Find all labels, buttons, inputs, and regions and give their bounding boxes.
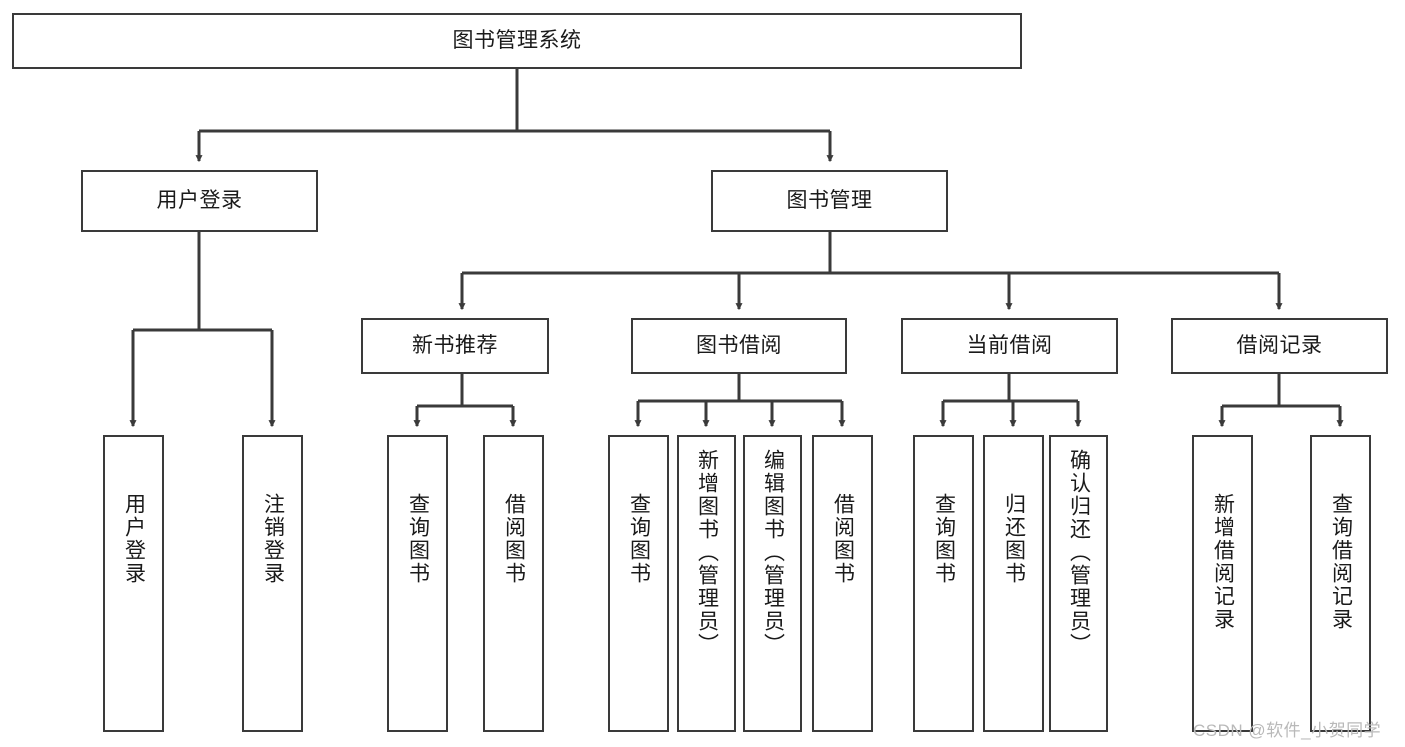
- node-book-borrow-label: 图书借阅: [696, 333, 782, 357]
- node-leaf-confirm-return-admin-label: 确认归还（管理员）: [1067, 449, 1091, 656]
- node-leaf-query-book-2-label: 查询图书: [627, 493, 651, 585]
- node-leaf-add-book-admin[interactable]: 新增图书（管理员）: [677, 435, 736, 732]
- node-leaf-logout[interactable]: 注销登录: [242, 435, 303, 732]
- node-user-login[interactable]: 用户登录: [81, 170, 318, 232]
- node-leaf-query-book-2[interactable]: 查询图书: [608, 435, 669, 732]
- node-book-management-label: 图书管理: [786, 188, 873, 212]
- node-user-login-label: 用户登录: [156, 188, 243, 212]
- node-leaf-logout-label: 注销登录: [261, 493, 285, 585]
- node-leaf-query-book-1[interactable]: 查询图书: [387, 435, 448, 732]
- node-leaf-return-book-label: 归还图书: [1002, 493, 1026, 585]
- node-root[interactable]: 图书管理系统: [12, 13, 1022, 69]
- node-leaf-query-book-3[interactable]: 查询图书: [913, 435, 974, 732]
- node-leaf-query-borrow-record[interactable]: 查询借阅记录: [1310, 435, 1371, 732]
- node-leaf-borrow-book-2[interactable]: 借阅图书: [812, 435, 873, 732]
- node-current-borrow-label: 当前借阅: [966, 333, 1053, 357]
- node-leaf-edit-book-admin[interactable]: 编辑图书（管理员）: [743, 435, 802, 732]
- node-leaf-query-book-1-label: 查询图书: [406, 493, 430, 585]
- node-current-borrow[interactable]: 当前借阅: [901, 318, 1118, 374]
- watermark-text: CSDN @软件_小贺同学: [1193, 721, 1382, 740]
- node-leaf-add-book-admin-label: 新增图书（管理员）: [695, 449, 719, 656]
- node-leaf-edit-book-admin-label: 编辑图书（管理员）: [761, 449, 785, 656]
- node-leaf-add-borrow-record[interactable]: 新增借阅记录: [1192, 435, 1253, 732]
- node-leaf-return-book[interactable]: 归还图书: [983, 435, 1044, 732]
- node-book-management[interactable]: 图书管理: [711, 170, 948, 232]
- node-new-book-recommend-label: 新书推荐: [412, 333, 498, 357]
- node-leaf-borrow-book-2-label: 借阅图书: [831, 493, 855, 585]
- node-leaf-confirm-return-admin[interactable]: 确认归还（管理员）: [1049, 435, 1108, 732]
- node-borrow-record[interactable]: 借阅记录: [1171, 318, 1388, 374]
- node-leaf-add-borrow-record-label: 新增借阅记录: [1211, 493, 1235, 631]
- node-new-book-recommend[interactable]: 新书推荐: [361, 318, 549, 374]
- node-leaf-user-login[interactable]: 用户登录: [103, 435, 164, 732]
- node-leaf-borrow-book-1-label: 借阅图书: [502, 493, 526, 585]
- node-borrow-record-label: 借阅记录: [1236, 333, 1323, 357]
- node-leaf-user-login-label: 用户登录: [122, 493, 146, 585]
- node-leaf-query-borrow-record-label: 查询借阅记录: [1329, 493, 1353, 631]
- node-root-label: 图书管理系统: [452, 28, 582, 52]
- node-leaf-query-book-3-label: 查询图书: [932, 493, 956, 585]
- node-leaf-borrow-book-1[interactable]: 借阅图书: [483, 435, 544, 732]
- node-book-borrow[interactable]: 图书借阅: [631, 318, 847, 374]
